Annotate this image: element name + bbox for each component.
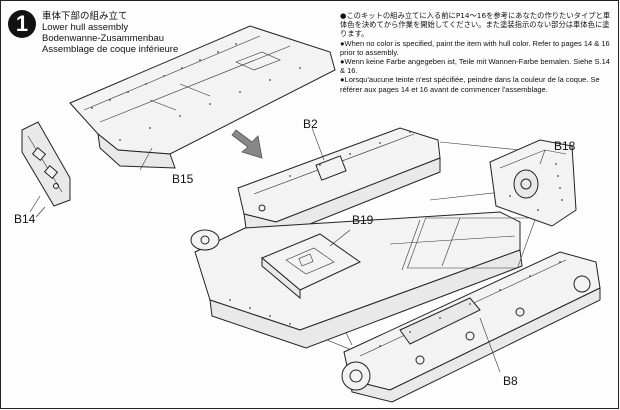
part-b14-drawing bbox=[21, 121, 71, 213]
label-leader-lines bbox=[35, 127, 546, 218]
step-title-fr: Assemblage de coque inférieure bbox=[42, 44, 179, 55]
part-b15-drawing bbox=[69, 25, 336, 171]
step-title-jp: 車体下部の組み立て bbox=[42, 11, 128, 22]
label-b2: B2 bbox=[303, 117, 318, 131]
label-b15: B15 bbox=[172, 172, 194, 186]
step-number-badge: 1 bbox=[8, 10, 36, 38]
part-b19-drawing bbox=[261, 229, 361, 300]
part-b18-drawing bbox=[489, 139, 577, 227]
part-b2-drawing bbox=[237, 127, 441, 237]
part-b8-drawing bbox=[341, 251, 601, 403]
label-b14: B14 bbox=[14, 212, 36, 226]
assembly-direction-arrow bbox=[231, 129, 263, 159]
note-de: ●Wenn keine Farbe angegeben ist, Teile m… bbox=[340, 57, 610, 76]
note-jp: ●このキットの組み立てに入る前にP14〜16を参考にあなたの作りたいタイプと車体… bbox=[340, 11, 611, 39]
label-b18: B18 bbox=[554, 139, 576, 153]
note-fr: ●Lorsqu'aucune teinte n'est spécifiée, p… bbox=[340, 75, 600, 94]
step-title-en: Lower hull assembly bbox=[42, 22, 129, 33]
hull-tub-drawing bbox=[190, 211, 537, 349]
step-title-de: Bodenwanne-Zusammenbau bbox=[42, 33, 164, 44]
note-en: ●When no color is specified, paint the i… bbox=[340, 38, 610, 57]
step-title-block: 車体下部の組み立て Lower hull assembly Bodenwanne… bbox=[42, 11, 178, 55]
label-b8: B8 bbox=[503, 374, 518, 388]
painting-notes: ●このキットの組み立てに入る前にP14〜16を参考にあなたの作りたいタイプと車体… bbox=[340, 11, 616, 94]
label-b19: B19 bbox=[352, 213, 374, 227]
